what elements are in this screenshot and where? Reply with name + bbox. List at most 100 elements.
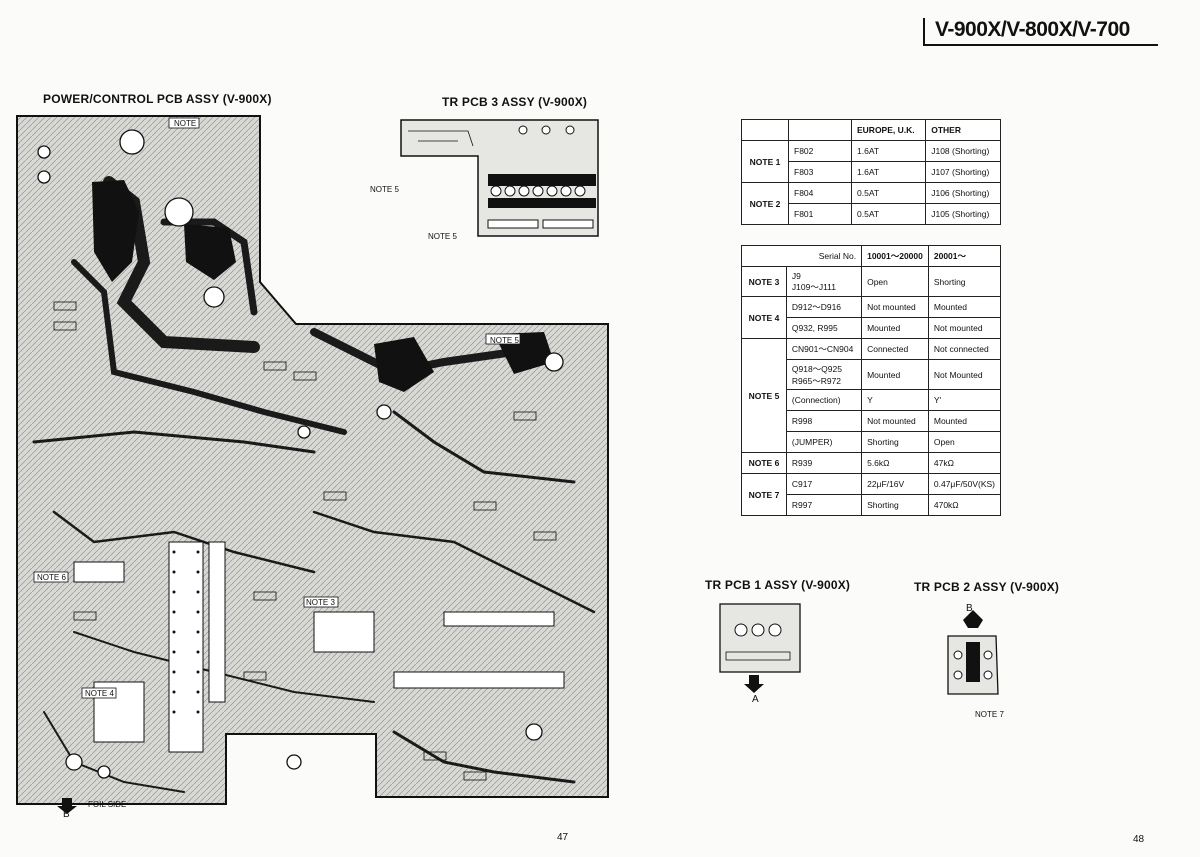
part-cell: F804 bbox=[788, 182, 852, 204]
table-header-cell bbox=[741, 119, 789, 141]
range2-cell: 47kΩ bbox=[927, 452, 1002, 474]
tr-pcb1-arrow-a-label: A bbox=[752, 694, 759, 705]
table-header-cell bbox=[788, 119, 852, 141]
range1-cell: Mounted bbox=[861, 359, 929, 390]
table-row: F803 1.6AT J107 (Shorting) bbox=[742, 161, 1001, 183]
range2-cell: Mounted bbox=[927, 296, 1002, 318]
tr-pcb3-title: TR PCB 3 ASSY (V-900X) bbox=[442, 95, 588, 109]
europe-cell: 1.6AT bbox=[850, 161, 927, 183]
range1-cell: Not mounted bbox=[861, 410, 929, 432]
part-cell: F802 bbox=[788, 140, 852, 162]
range1-cell: Y bbox=[861, 389, 929, 411]
range2-cell: Not connected bbox=[927, 338, 1002, 360]
tr-pcb1-drawing bbox=[719, 603, 801, 693]
range1-cell: 22μF/16V bbox=[861, 473, 929, 495]
header-rule-horizontal bbox=[923, 44, 1158, 46]
range1-cell: Shorting bbox=[861, 431, 929, 453]
range1-cell: Open bbox=[861, 266, 929, 297]
note-cell: NOTE 6 bbox=[741, 452, 787, 474]
other-cell: J105 (Shorting) bbox=[925, 203, 1001, 225]
table-row: NOTE 6 R939 5.6kΩ 47kΩ bbox=[741, 452, 1002, 474]
tr-pcb2-note7-label: NOTE 7 bbox=[975, 710, 1004, 719]
part-cell: Q918～Q925 R965～R972 bbox=[785, 359, 863, 390]
range1-cell: 5.6kΩ bbox=[861, 452, 929, 474]
power-control-pcb-drawing bbox=[16, 115, 609, 814]
range2-cell: Open bbox=[927, 431, 1002, 453]
range2-cell: 470kΩ bbox=[927, 494, 1002, 516]
range1-cell: Mounted bbox=[861, 317, 929, 339]
europe-cell: 1.6AT bbox=[850, 140, 927, 162]
table-row: (Connection) Y Y' bbox=[742, 389, 1002, 411]
board-note-label: NOTE bbox=[174, 119, 197, 128]
page-number-right: 48 bbox=[1133, 834, 1145, 845]
table-row: F801 0.5AT J105 (Shorting) bbox=[742, 203, 1001, 225]
table-header-cell: 20001～ bbox=[927, 245, 1002, 267]
table-row: NOTE 5 CN901～CN904 Connected Not connect… bbox=[741, 338, 1002, 453]
part-cell: R997 bbox=[785, 494, 863, 516]
tr-pcb2-drawing bbox=[947, 610, 999, 695]
tr-pcb2-arrow-b-label: B bbox=[966, 603, 973, 614]
europe-cell: 0.5AT bbox=[850, 203, 927, 225]
board-note5-label: NOTE 5 bbox=[490, 336, 519, 345]
range2-cell: Y' bbox=[927, 389, 1002, 411]
table-header-row: EUROPE, U.K. OTHER bbox=[741, 119, 1001, 141]
note-cell: NOTE 7 bbox=[741, 473, 787, 516]
tr-pcb1-title: TR PCB 1 ASSY (V-900X) bbox=[705, 578, 851, 592]
part-cell: F803 bbox=[788, 161, 852, 183]
part-cell: CN901～CN904 bbox=[785, 338, 863, 360]
part-cell: R939 bbox=[785, 452, 863, 474]
part-cell: R998 bbox=[785, 410, 863, 432]
header-rule-vertical bbox=[923, 18, 925, 46]
range1-cell: Not mounted bbox=[861, 296, 929, 318]
note-cell: NOTE 4 bbox=[741, 296, 787, 339]
tr-pcb3-note5-label: NOTE 5 bbox=[370, 185, 399, 194]
table-row: NOTE 4 D912～D916 Not mounted Mounted bbox=[741, 296, 1002, 339]
note-cell: NOTE 5 bbox=[741, 338, 787, 453]
board-note3-label: NOTE 3 bbox=[306, 598, 335, 607]
range1-cell: Connected bbox=[861, 338, 929, 360]
table-header-cell: Serial No. bbox=[740, 245, 863, 267]
range1-cell: Shorting bbox=[861, 494, 929, 516]
other-cell: J107 (Shorting) bbox=[925, 161, 1001, 183]
table-row: NOTE 7 C917 22μF/16V 0.47μF/50V(KS) bbox=[741, 473, 1002, 516]
tr-pcb3-note5-bottom-label: NOTE 5 bbox=[428, 232, 457, 241]
table-row: NOTE 2 F804 0.5AT J106 (Shorting) bbox=[741, 182, 1001, 225]
table-row: NOTE 3 J9 J109～J111 Open Shorting bbox=[741, 266, 1002, 297]
note-cell: NOTE 1 bbox=[741, 140, 789, 183]
tr-pcb2-title: TR PCB 2 ASSY (V-900X) bbox=[914, 580, 1060, 594]
table-header-cell: OTHER bbox=[925, 119, 1001, 141]
part-cell: Q932, R995 bbox=[785, 317, 863, 339]
note-cell: NOTE 3 bbox=[741, 266, 787, 297]
arrow-b-label: B bbox=[63, 809, 70, 820]
board-note4-label: NOTE 4 bbox=[85, 689, 114, 698]
other-cell: J106 (Shorting) bbox=[925, 182, 1001, 204]
page-number-left: 47 bbox=[557, 832, 569, 843]
table-row: R997 Shorting 470kΩ bbox=[742, 494, 1002, 516]
board-note6-label: NOTE 6 bbox=[37, 573, 66, 582]
range2-cell: 0.47μF/50V(KS) bbox=[927, 473, 1002, 495]
table-header-cell: EUROPE, U.K. bbox=[850, 119, 927, 141]
europe-cell: 0.5AT bbox=[850, 182, 927, 204]
part-cell: (JUMPER) bbox=[785, 431, 863, 453]
fuse-variant-table: EUROPE, U.K. OTHER NOTE 1 F802 1.6AT J10… bbox=[741, 119, 1001, 225]
range2-cell: Shorting bbox=[927, 266, 1002, 297]
model-title: V-900X/V-800X/V-700 bbox=[935, 18, 1130, 41]
table-row: Q932, R995 Mounted Not mounted bbox=[742, 317, 1002, 339]
range2-cell: Not mounted bbox=[927, 317, 1002, 339]
power-control-title: POWER/CONTROL PCB ASSY (V-900X) bbox=[43, 92, 272, 106]
note-cell: NOTE 2 bbox=[741, 182, 789, 225]
range2-cell: Mounted bbox=[927, 410, 1002, 432]
part-cell: (Connection) bbox=[785, 389, 863, 411]
part-cell: D912～D916 bbox=[785, 296, 863, 318]
table-header-row: Serial No. 10001～20000 20001～ bbox=[740, 245, 1002, 267]
table-header-cell: 10001～20000 bbox=[861, 245, 929, 267]
other-cell: J108 (Shorting) bbox=[925, 140, 1001, 162]
serial-variant-table: Serial No. 10001～20000 20001～ NOTE 3 J9 … bbox=[740, 245, 1002, 516]
table-row: NOTE 1 F802 1.6AT J108 (Shorting) bbox=[741, 140, 1001, 183]
part-cell: J9 J109～J111 bbox=[785, 266, 863, 297]
table-row: R998 Not mounted Mounted bbox=[742, 410, 1002, 432]
tr-pcb3-drawing bbox=[400, 119, 599, 237]
range2-cell: Not Mounted bbox=[927, 359, 1002, 390]
part-cell: C917 bbox=[785, 473, 863, 495]
foil-side-label: FOIL SIDE bbox=[88, 800, 127, 809]
